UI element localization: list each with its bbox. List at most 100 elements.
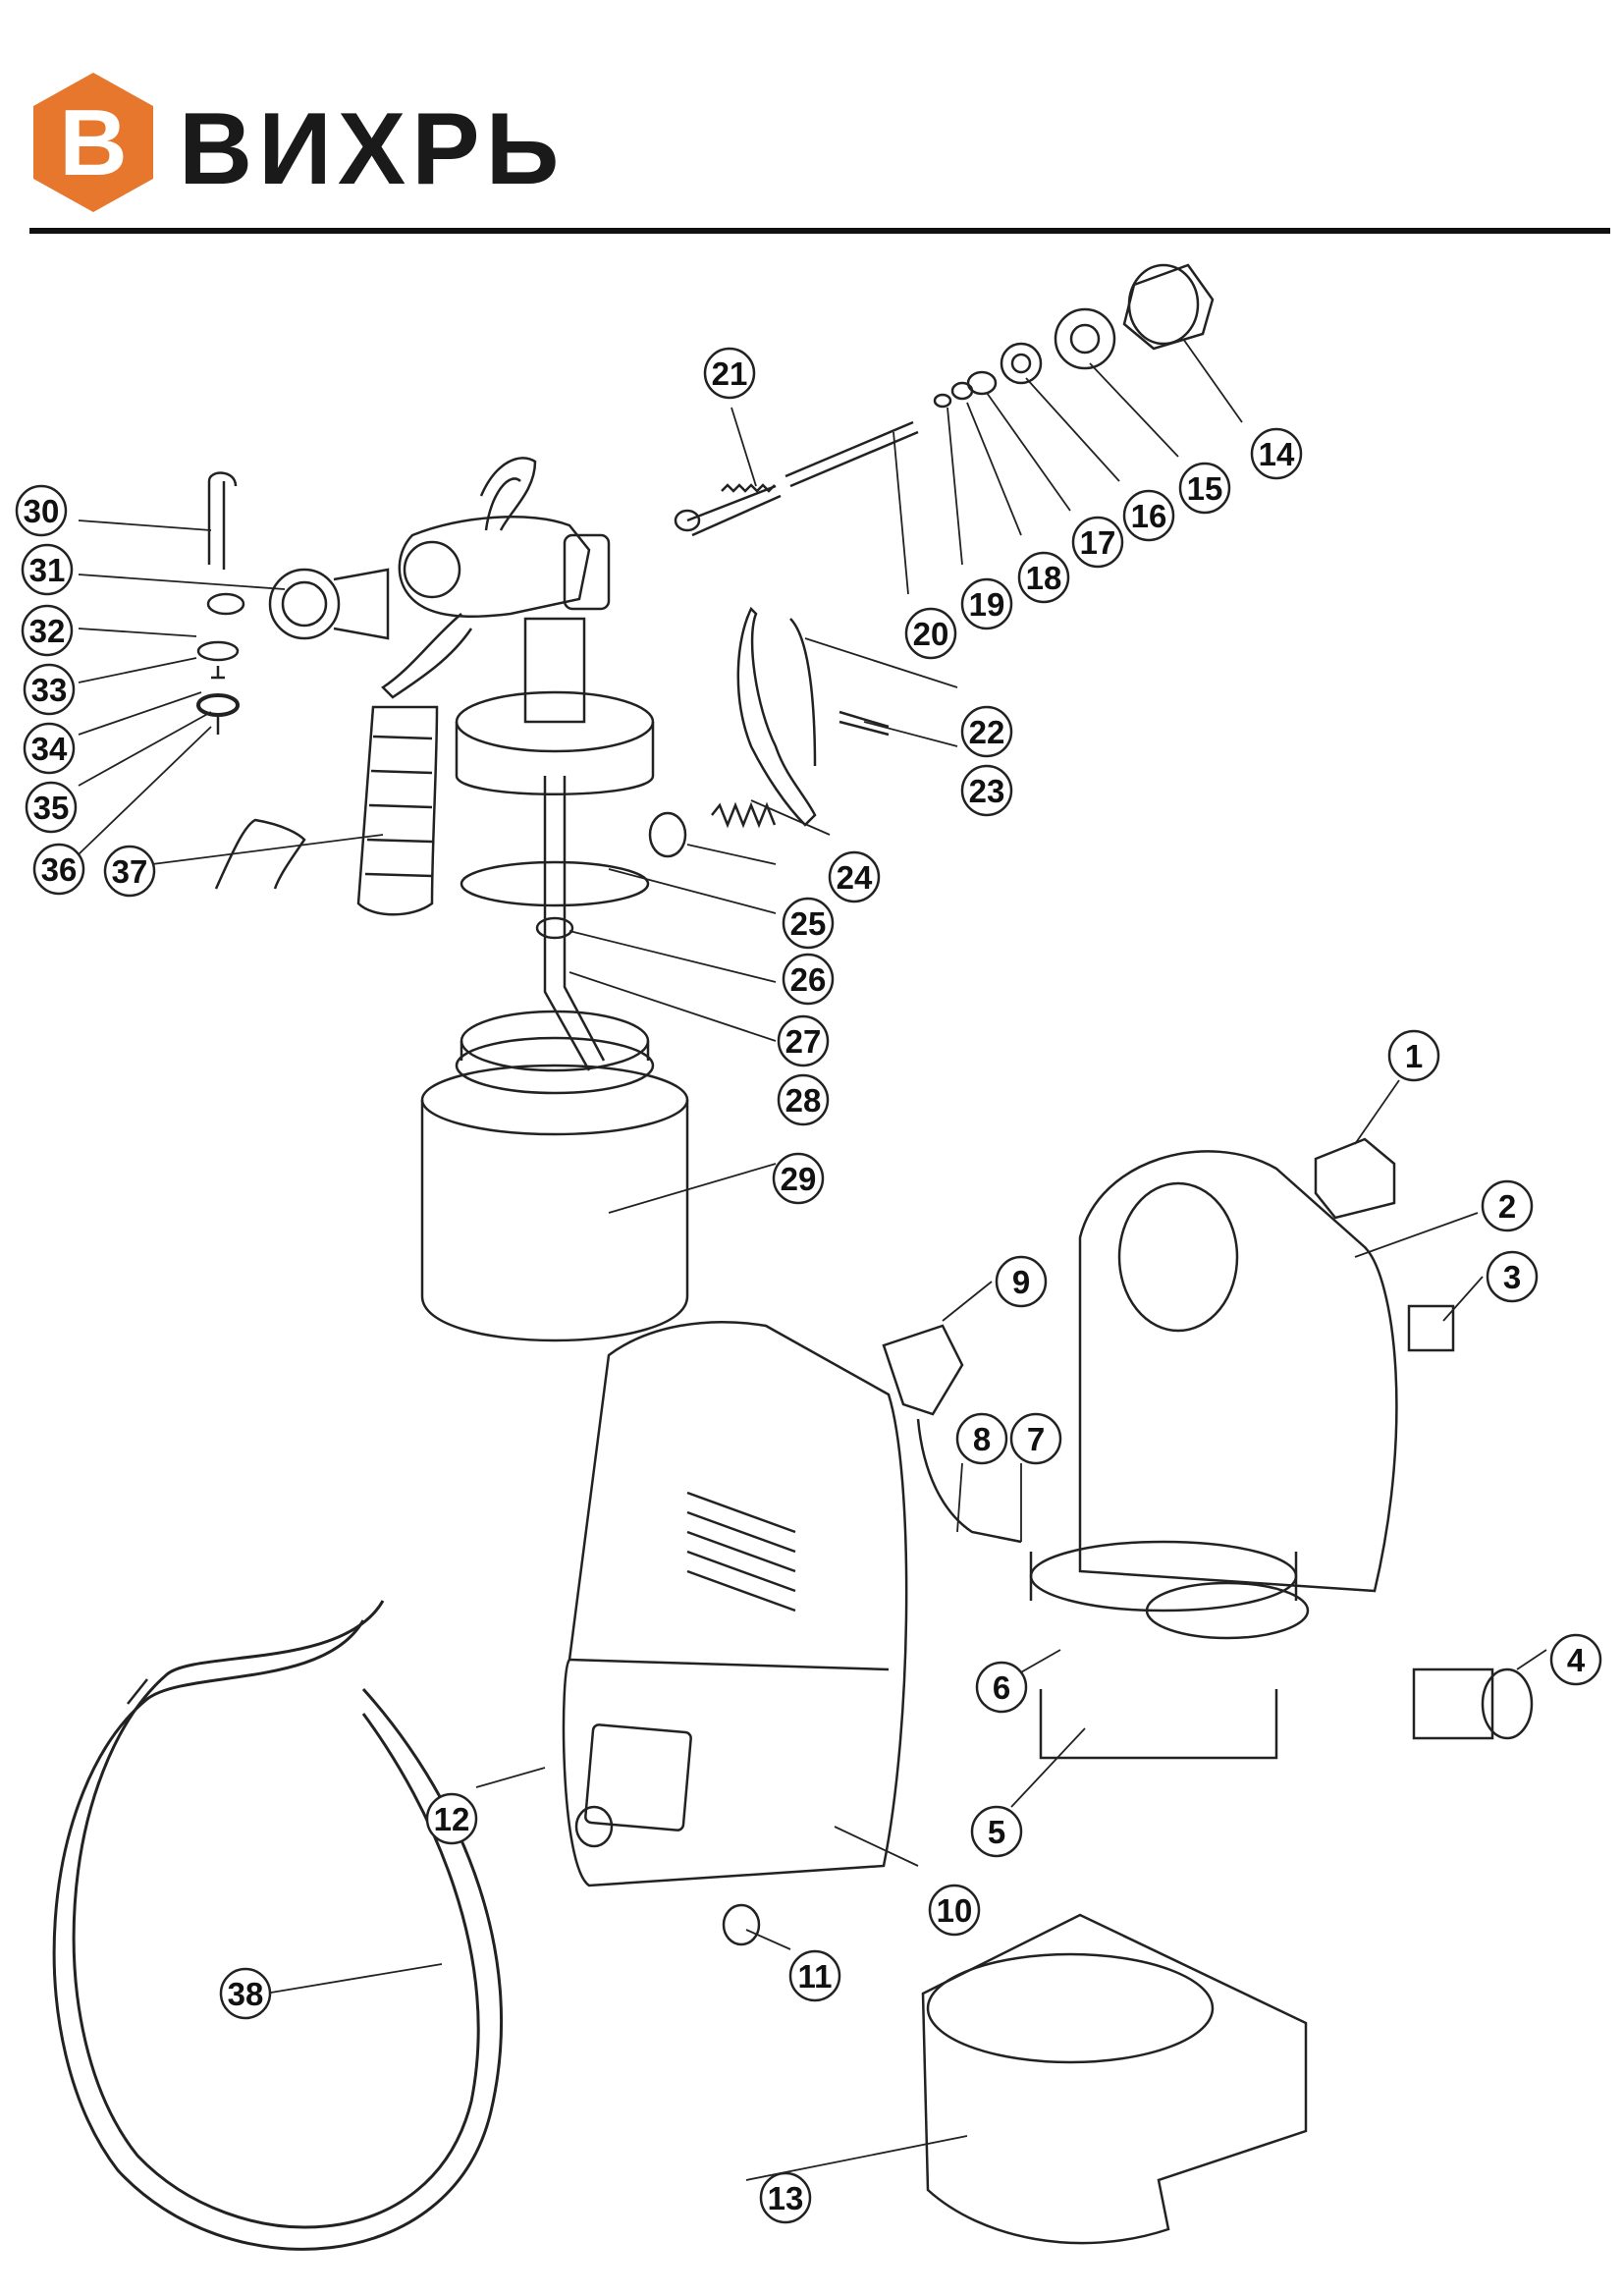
callout-circle — [25, 781, 78, 834]
callout-16: 16 — [1122, 489, 1175, 542]
callout-10: 10 — [928, 1884, 981, 1937]
callout-circle — [1009, 1412, 1062, 1465]
callout-8: 8 — [955, 1412, 1008, 1465]
callout-circle — [782, 897, 835, 950]
callout-30: 30 — [15, 484, 68, 537]
callout-circle — [103, 845, 156, 898]
callout-number: 1 — [1405, 1038, 1423, 1074]
callout-circle — [32, 843, 85, 896]
callout-1: 1 — [1387, 1029, 1440, 1082]
callout-number: 19 — [969, 586, 1005, 623]
callout-number: 24 — [837, 859, 873, 896]
callout-11: 11 — [788, 1949, 841, 2002]
callout-circle — [1178, 462, 1231, 515]
callout-17: 17 — [1071, 516, 1124, 569]
callout-number: 28 — [785, 1082, 822, 1119]
callout-number: 15 — [1187, 470, 1223, 507]
callout-number: 38 — [228, 1976, 264, 2012]
callout-circle — [772, 1152, 825, 1205]
logo-letter: В — [59, 90, 127, 195]
callout-number: 16 — [1131, 498, 1167, 534]
callout-number: 33 — [31, 672, 68, 708]
callout-22: 22 — [960, 705, 1013, 758]
callout-number: 32 — [29, 613, 66, 649]
callout-circle — [21, 604, 74, 657]
callout-number: 37 — [112, 853, 148, 890]
callout-circle — [1071, 516, 1124, 569]
callout-33: 33 — [23, 663, 76, 716]
parts-drawing — [52, 263, 1534, 2251]
callout-number: 5 — [988, 1814, 1005, 1850]
callout-number: 36 — [41, 851, 78, 888]
callout-19: 19 — [960, 577, 1013, 630]
callout-number: 3 — [1503, 1259, 1521, 1295]
callout-number: 12 — [434, 1801, 470, 1837]
callout-35: 35 — [25, 781, 78, 834]
callout-circle — [1486, 1250, 1539, 1303]
callout-31: 31 — [21, 543, 74, 596]
leader-lines — [78, 338, 1547, 2181]
callout-27: 27 — [777, 1014, 830, 1067]
callout-34: 34 — [23, 722, 76, 775]
callout-circle — [777, 1014, 830, 1067]
callout-4: 4 — [1549, 1633, 1602, 1686]
callout-circle — [960, 705, 1013, 758]
callout-18: 18 — [1017, 551, 1070, 604]
callout-circle — [1387, 1029, 1440, 1082]
callout-13: 13 — [759, 2171, 812, 2224]
callout-number: 29 — [781, 1161, 817, 1197]
callout-number: 27 — [785, 1023, 822, 1060]
callout-number: 31 — [29, 552, 66, 588]
callout-9: 9 — [995, 1255, 1048, 1308]
callout-number: 34 — [31, 731, 68, 767]
callout-number: 8 — [973, 1421, 991, 1457]
callout-circle — [21, 543, 74, 596]
callout-circle — [219, 1967, 272, 2020]
callout-circle — [928, 1884, 981, 1937]
callout-3: 3 — [1486, 1250, 1539, 1303]
callout-circle — [970, 1805, 1023, 1858]
callout-circle — [15, 484, 68, 537]
callout-number: 30 — [24, 493, 60, 529]
callout-circle — [904, 607, 957, 660]
callout-6: 6 — [975, 1661, 1028, 1714]
callout-circle — [955, 1412, 1008, 1465]
callout-23: 23 — [960, 764, 1013, 817]
callout-number: 22 — [969, 714, 1005, 750]
callout-circle — [759, 2171, 812, 2224]
callout-circle — [1250, 427, 1303, 480]
callout-circle — [1122, 489, 1175, 542]
callout-circle — [425, 1792, 478, 1845]
callout-number: 10 — [937, 1892, 973, 1929]
callout-number: 2 — [1498, 1188, 1516, 1225]
callout-circle — [1549, 1633, 1602, 1686]
callout-number: 20 — [913, 616, 949, 652]
callout-circle — [960, 577, 1013, 630]
callout-20: 20 — [904, 607, 957, 660]
callout-number: 11 — [798, 1958, 833, 1995]
callout-37: 37 — [103, 845, 156, 898]
callout-circle — [788, 1949, 841, 2002]
callout-circle — [1481, 1179, 1534, 1232]
callout-25: 25 — [782, 897, 835, 950]
callout-group: 1234567891011121314151617181920212223242… — [15, 347, 1602, 2224]
callout-circle — [777, 1073, 830, 1126]
callout-circle — [703, 347, 756, 400]
brand-name: ВИХРЬ — [179, 92, 566, 206]
callout-14: 14 — [1250, 427, 1303, 480]
callout-number: 35 — [33, 790, 70, 826]
callout-number: 18 — [1026, 560, 1062, 596]
callout-circle — [1017, 551, 1070, 604]
callout-number: 7 — [1027, 1421, 1045, 1457]
callout-circle — [975, 1661, 1028, 1714]
callout-5: 5 — [970, 1805, 1023, 1858]
callout-circle — [995, 1255, 1048, 1308]
callout-15: 15 — [1178, 462, 1231, 515]
callout-number: 26 — [790, 961, 827, 998]
callout-7: 7 — [1009, 1412, 1062, 1465]
callout-32: 32 — [21, 604, 74, 657]
callout-circle — [23, 722, 76, 775]
callout-38: 38 — [219, 1967, 272, 2020]
callout-number: 6 — [993, 1669, 1010, 1706]
